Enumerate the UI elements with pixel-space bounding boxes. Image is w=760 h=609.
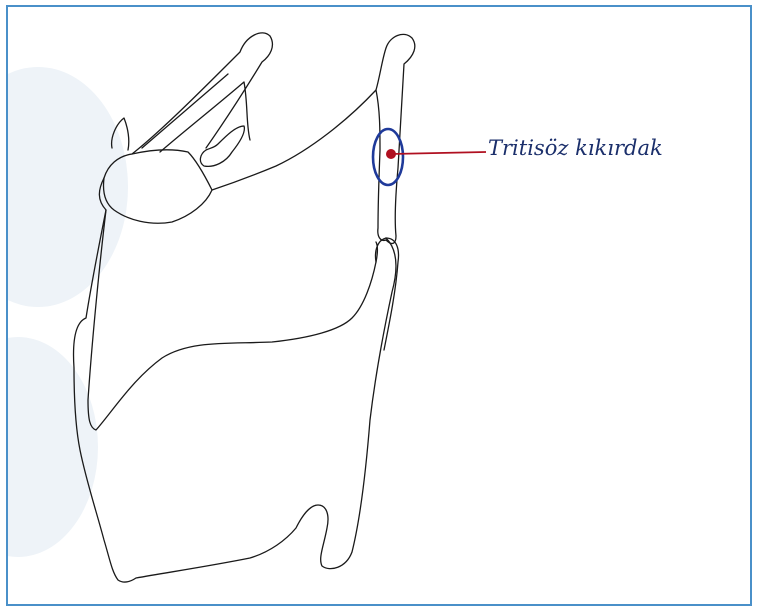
thyroid-cartilage-outline (74, 178, 396, 582)
leader-line (391, 152, 486, 154)
horn-ridge (142, 74, 250, 152)
oblique-line (88, 210, 378, 430)
ligament-left-edge (376, 90, 386, 240)
structure-label: Tritisöz kıkırdak (488, 134, 663, 162)
superior-horn-right (212, 34, 415, 243)
superior-border (103, 150, 212, 223)
superior-horn-left (132, 33, 272, 154)
left-bump (112, 118, 129, 150)
